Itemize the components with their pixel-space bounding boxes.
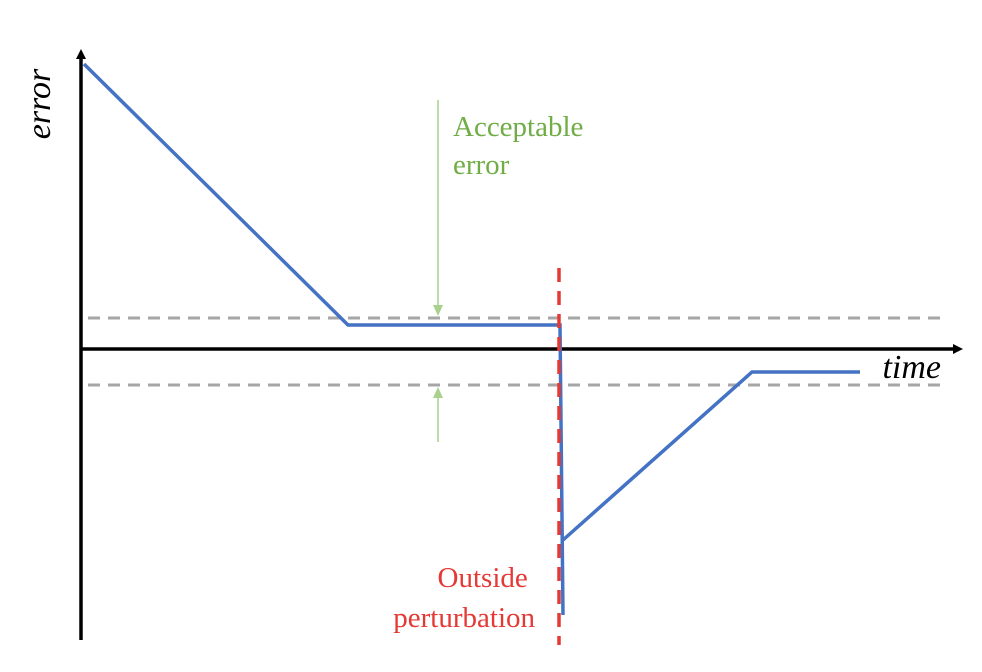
acceptable-error-line-2: error <box>453 149 510 181</box>
error-curve-recovery <box>561 370 860 542</box>
y-axis-label: error <box>21 68 58 139</box>
bracket-arrow-up <box>433 387 443 398</box>
acceptable-error-line-1: Acceptable <box>453 111 583 143</box>
perturbation-line-1: Outside <box>438 562 528 594</box>
perturbation-line-2: perturbation <box>393 602 535 634</box>
error-curve-convergence <box>82 62 565 616</box>
acceptable-error-bracket <box>433 100 443 442</box>
perturbation-label: Outside perturbation <box>393 562 535 634</box>
x-axis-label: time <box>882 349 941 386</box>
bracket-arrow-down <box>433 305 443 316</box>
acceptable-error-label: Acceptable error <box>453 111 591 181</box>
